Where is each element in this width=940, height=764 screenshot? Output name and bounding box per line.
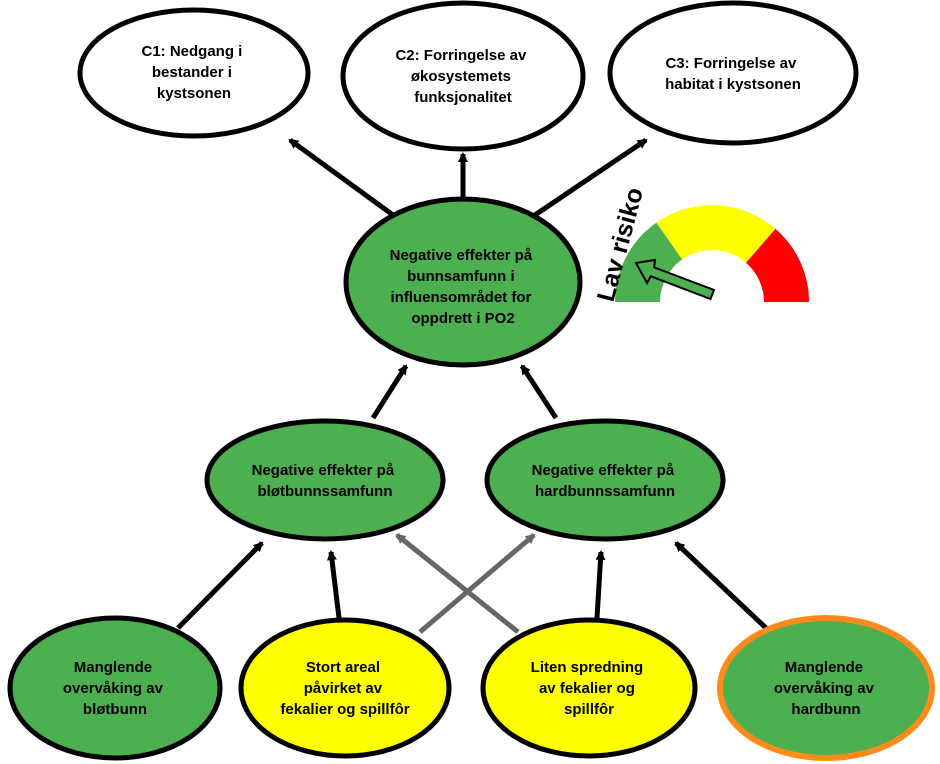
node-b4: Manglende overvåking av hardbunn [717,615,935,761]
node-b3-line: av fekalier og [539,680,635,697]
svg-text:Manglende overvåking av: Manglende overvåking av hardbunn [774,659,878,718]
node-b2-line: Stort areal [306,659,380,676]
svg-text:Negative effekter på har: Negative effekter på hardbunnssamfunn [532,462,679,500]
node-b4-line: overvåking av [774,680,875,697]
node-c2-line: funksjonalitet [414,89,512,106]
node-c2-line: økosystemets [411,68,511,85]
node-c2-line: C2: Forringelse av [395,47,527,64]
node-c3: C3: Forringelse av habitat i kystsonen [607,0,859,146]
node-center-line: bunnsamfunn i [407,268,515,285]
arrow-center-to-c1 [288,137,395,218]
node-b1-line: Manglende [74,659,152,676]
svg-text:Negative effekter på bun: Negative effekter på bunnsamfunn i influ… [390,247,537,327]
arrow-b3-to-hard [594,550,606,619]
node-b4-line: hardbunn [791,701,860,718]
node-c1-line: kystsonen [157,85,231,102]
gauge-segment-red [746,228,809,302]
node-c1-line: C1: Nedgang i [141,43,242,60]
gauge-needle [634,258,716,301]
node-b3: Liten spredning av fekalier og spillfôr [480,617,698,759]
svg-text:Liten spredning av fekal: Liten spredning av fekalier og spillfôr [531,659,648,718]
node-soft-line: Negative effekter på [252,462,395,479]
node-b3-line: Liten spredning [531,659,644,676]
node-b3-line: spillfôr [564,701,614,718]
node-c1-line: bestander i [152,64,232,81]
node-center-line: Negative effekter på [390,247,533,264]
node-center-line: oppdrett i PO2 [411,310,514,327]
node-b2-line: påvirket av [304,680,383,697]
svg-text:C3: Forringelse av habit: C3: Forringelse av habitat i kystsonen [665,55,801,93]
node-soft-line: bløtbunnssamfunn [258,483,393,500]
arrow-hard-to-center [519,364,559,420]
node-center: Negative effekter på bunnsamfunn i influ… [343,196,583,368]
arrows [176,137,768,634]
svg-text:Stort areal påvirket av: Stort areal påvirket av fekalier og spil… [280,659,409,718]
node-b2: Stort areal påvirket av fekalier og spil… [238,617,452,759]
node-c3-line: habitat i kystsonen [665,76,801,93]
node-soft-bottom: Negative effekter på bløtbunnssamfunn [204,418,446,542]
svg-text:Manglende overvåking av: Manglende overvåking av bløtbunn [63,659,167,718]
node-hard-line: Negative effekter på [532,462,675,479]
arrow-b2-to-soft [326,550,342,619]
node-c2: C2: Forringelse av økosystemets funksjon… [340,0,586,152]
arrow-b2-to-hard [418,533,536,634]
node-center-line: influensområdet for [390,289,531,306]
risk-gauge: Lav risiko [592,185,809,305]
svg-text:C2: Forringelse av økosy: C2: Forringelse av økosystemets funksjon… [395,47,530,106]
node-c1: C1: Nedgang i bestander i kystsonen [77,7,311,139]
node-b2-line: fekalier og spillfôr [280,701,409,718]
node-hard-line: hardbunnssamfunn [535,483,675,500]
svg-text:Negative effekter på blø: Negative effekter på bløtbunnssamfunn [252,462,399,500]
gauge-segment-yellow [656,205,776,263]
node-b1-line: overvåking av [63,680,164,697]
node-b1-line: bløtbunn [83,701,147,718]
arrow-center-to-c3 [533,137,648,218]
node-b4-line: Manglende [785,659,863,676]
node-b1: Manglende overvåking av bløtbunn [7,615,223,761]
svg-text:C1: Nedgang i bestander: C1: Nedgang i bestander i kystsonen [141,43,246,102]
arrow-b1-to-soft [176,541,264,630]
node-hard-bottom: Negative effekter på hardbunnssamfunn [484,418,726,542]
arrow-b4-to-hard [674,541,768,630]
arrow-soft-to-center [370,364,409,420]
node-c3-line: C3: Forringelse av [665,55,797,72]
arrow-b3-to-soft [395,533,520,634]
